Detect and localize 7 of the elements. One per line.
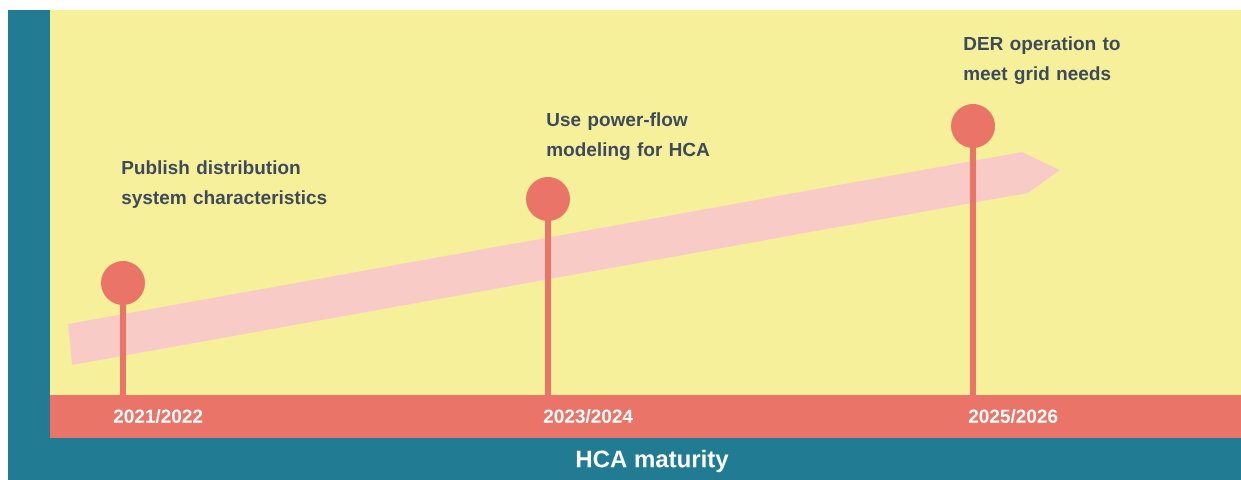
milestone-text: DER operation to meet grid needs <box>964 36 1120 84</box>
axis-title: HCA maturity <box>576 449 729 473</box>
year-label: 2025/2026 <box>968 408 1058 424</box>
milestone-text: Publish distribution system characteristics <box>121 160 327 208</box>
year-label: 2023/2024 <box>543 408 633 424</box>
milestone-text: Use power-flow modeling for HCA <box>547 112 710 160</box>
year-label: 2021/2022 <box>113 408 203 424</box>
